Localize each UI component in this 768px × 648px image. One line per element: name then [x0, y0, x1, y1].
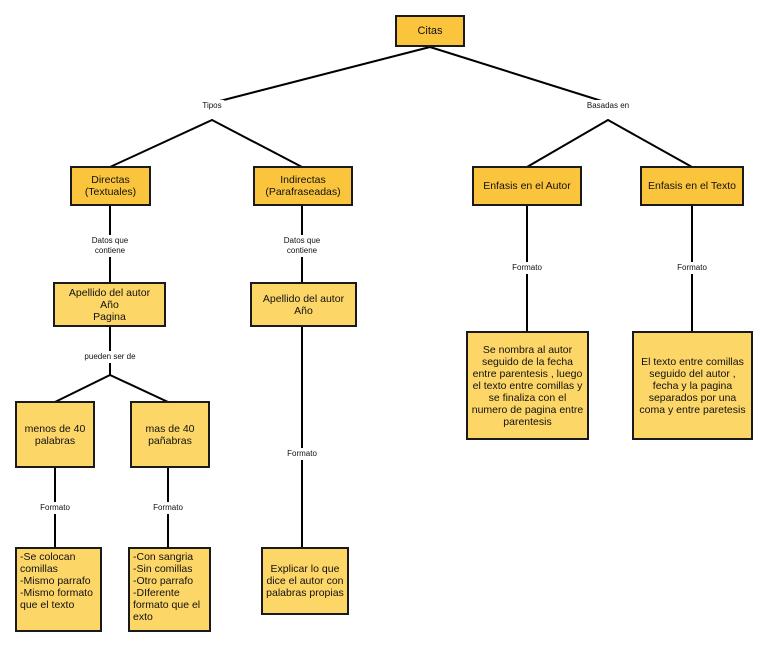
node-formato-mas: -Con sangria -Sin comillas -Otro parrafo…	[128, 547, 211, 632]
label-formato-indirectas: Formato	[284, 448, 320, 460]
node-datos-directas: Apellido del autor Año Pagina	[53, 282, 166, 327]
node-enfasis-texto: Enfasis en el Texto	[640, 166, 744, 206]
label-tipos: Tipos	[199, 100, 225, 112]
node-datos-indirectas: Apellido del autor Año	[250, 282, 357, 327]
node-formato-indirectas: Explicar lo que dice el autor con palabr…	[261, 547, 349, 615]
connector-basadas-autor	[526, 119, 609, 168]
label-datos-que-contiene-directas: Datos que contiene	[88, 235, 132, 257]
connector-pueden-menos	[54, 374, 111, 403]
label-formato-menos: Formato	[37, 502, 73, 514]
connector-tipos-indirectas	[211, 119, 303, 168]
label-basadas-en: Basadas en	[583, 100, 633, 112]
connector-root-tipos	[211, 46, 431, 104]
node-formato-menos: -Se colocan comillas -Mismo parrafo -Mis…	[15, 547, 102, 632]
label-datos-que-contiene-indirectas: Datos que contiene	[280, 235, 324, 257]
node-citas: Citas	[395, 15, 465, 47]
node-enfasis-autor: Enfasis en el Autor	[472, 166, 582, 206]
connector-pueden-mas	[109, 374, 169, 403]
connector-root-basadas	[429, 46, 609, 104]
node-menos-40: menos de 40 palabras	[15, 401, 95, 468]
label-pueden-ser-de: pueden ser de	[81, 351, 139, 363]
node-formato-texto: El texto entre comillas seguido del auto…	[632, 331, 753, 440]
node-directas: Directas (Textuales)	[70, 166, 151, 206]
node-indirectas: Indirectas (Parafraseadas)	[253, 166, 353, 206]
connector-tipos-directas	[109, 119, 213, 168]
label-formato-texto: Formato	[674, 262, 710, 274]
node-formato-autor: Se nombra al autor seguido de la fecha e…	[466, 331, 589, 440]
node-mas-40: mas de 40 pañabras	[130, 401, 210, 468]
label-formato-mas: Formato	[150, 502, 186, 514]
connector-basadas-texto	[607, 119, 693, 168]
label-formato-autor: Formato	[509, 262, 545, 274]
